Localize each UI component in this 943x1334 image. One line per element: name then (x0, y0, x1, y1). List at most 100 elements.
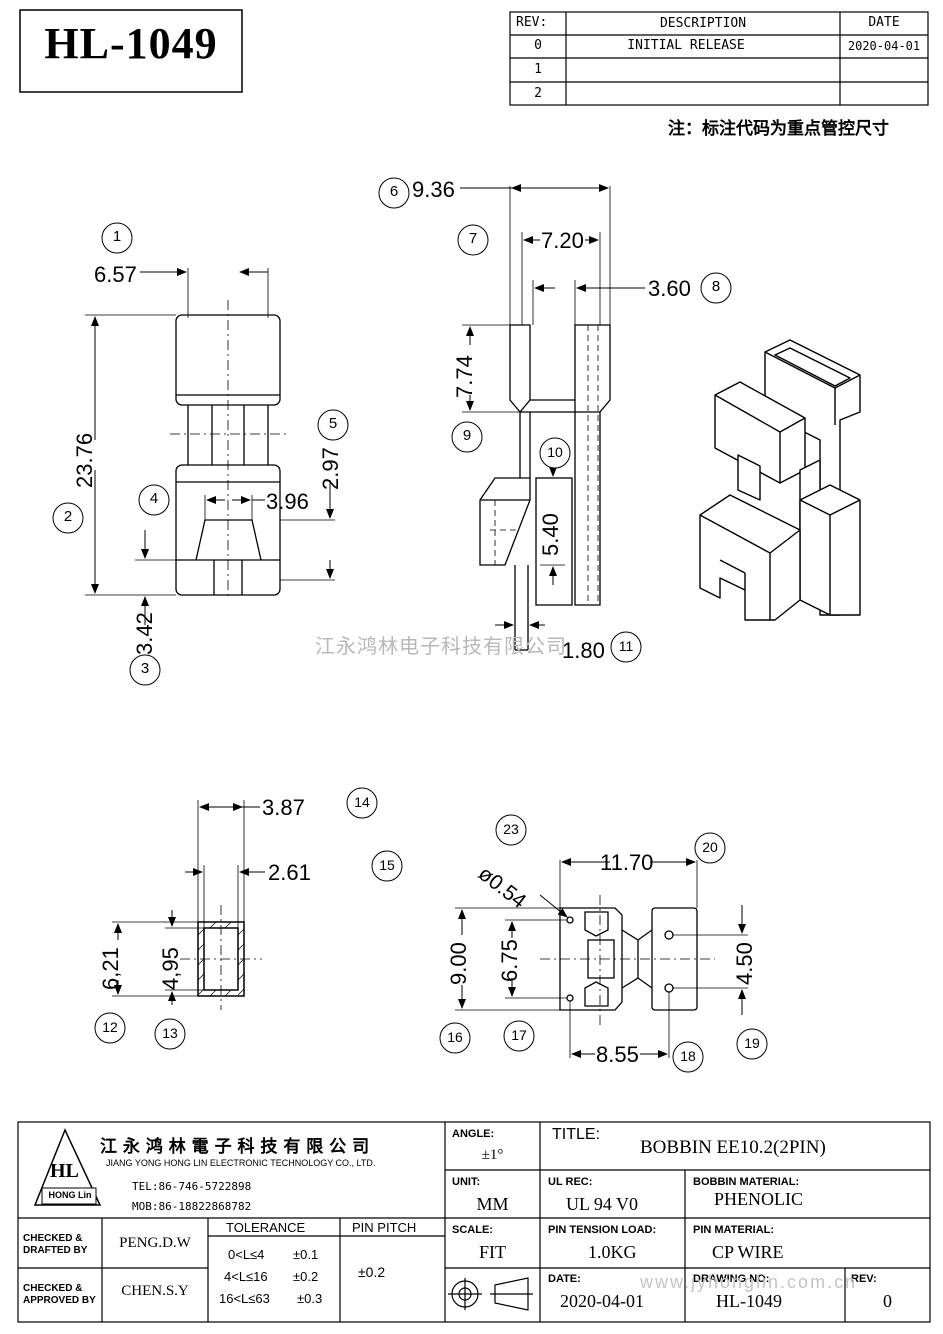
tolerance-range-1: 0<L≤4 (228, 1247, 265, 1262)
pin-material-value: CP WIRE (712, 1242, 784, 1262)
dim-10-value: 5.40 (538, 513, 563, 556)
angle-label: ANGLE: (452, 1128, 495, 1140)
dim-8-value: 3.60 (648, 276, 691, 301)
part-number-title: HL-1049 (44, 19, 218, 68)
rev-header: REV: (516, 15, 548, 30)
checked-drafted-label-line1: CHECKED & (23, 1233, 83, 1244)
title-label: TITLE: (552, 1126, 601, 1143)
description-header: DESCRIPTION (659, 16, 747, 31)
company-name-cn: 江 永 鸿 林 電 子 科 技 有 限 公 司 (100, 1137, 370, 1157)
part-number-frame (19, 9, 243, 93)
front-view-left (85, 268, 335, 600)
dim-6-value: 9.36 (412, 177, 455, 202)
balloon-3: 3 (140, 660, 150, 677)
dim-3-value: 3.42 (132, 612, 157, 655)
dim-12-value: 6,21 (98, 947, 123, 990)
pin-tension-value: 1.0KG (588, 1242, 637, 1262)
bottom-view-dim-lines (458, 858, 746, 1058)
tolerance-value-1: ±0.1 (293, 1247, 319, 1262)
balloon-2: 2 (63, 508, 73, 525)
title-block-frame (17, 1121, 931, 1323)
angle-value: ±1° (481, 1147, 504, 1163)
balloon-23: 23 (503, 821, 519, 837)
bobbin-material-label: BOBBIN MATERIAL: (693, 1176, 800, 1188)
dim-17-value: 6.75 (497, 939, 522, 982)
watermark-company: 江永鸿林电子科技有限公司 (315, 634, 567, 658)
pin-pitch-value: ±0.2 (358, 1264, 386, 1280)
unit-label: UNIT: (452, 1176, 481, 1188)
tolerance-value-2: ±0.2 (293, 1269, 319, 1284)
balloon-18: 18 (680, 1048, 696, 1064)
balloon-10: 10 (547, 444, 563, 460)
dim-4-value: 3.96 (266, 489, 309, 514)
balloon-4: 4 (149, 490, 159, 507)
drafted-by-value: PENG.D.W (119, 1235, 191, 1251)
dim-20-value: 11.70 (600, 850, 654, 875)
title-value: BOBBIN EE10.2(2PIN) (640, 1137, 826, 1158)
date-header: DATE (868, 15, 900, 30)
tolerance-value-3: ±0.3 (297, 1291, 323, 1306)
dim-16-value: 9.00 (446, 942, 471, 985)
balloon-20: 20 (702, 839, 718, 855)
company-mob: MOB:86-18822868782 (132, 1200, 252, 1213)
dim-5-value: 2.97 (318, 447, 343, 490)
tolerance-range-3: 16<L≤63 (219, 1291, 270, 1306)
dim-1-value: 6.57 (94, 262, 137, 287)
dim-2-value: 23.76 (72, 432, 97, 488)
checked-drafted-label-line2: DRAFTED BY (23, 1245, 88, 1256)
approved-by-value: CHEN.S.Y (121, 1283, 189, 1299)
unit-value: MM (476, 1194, 509, 1214)
date-value: 2020-04-01 (560, 1291, 644, 1311)
company-tel: TEL:86-746-5722898 (132, 1180, 252, 1193)
section-view-small (112, 800, 262, 1010)
front-view-left-dim-lines (91, 268, 334, 625)
balloon-12: 12 (102, 1019, 118, 1035)
company-logo (33, 1128, 102, 1206)
dim-18-value: 8.55 (596, 1042, 639, 1067)
balloon-16: 16 (447, 1029, 463, 1045)
rev-row-0: 0 (534, 38, 542, 53)
balloon-1: 1 (112, 228, 122, 245)
dim-14-value: 3.87 (262, 795, 305, 820)
pin-pitch-label: PIN PITCH (352, 1220, 417, 1235)
tolerance-label: TOLERANCE (226, 1220, 306, 1235)
balloon-5: 5 (328, 415, 338, 432)
balloon-14: 14 (354, 794, 370, 810)
dim-19-value: 4.50 (732, 942, 757, 985)
balloon-15: 15 (379, 857, 395, 873)
balloon-11: 11 (618, 638, 634, 654)
date-label: DATE: (548, 1273, 581, 1285)
ul-rec-label: UL REC: (548, 1176, 593, 1188)
drawing-no-label: DRAWING NO: (693, 1273, 770, 1285)
watermark-url: www.jyhonglin.com.cn (640, 1272, 858, 1292)
projection-symbol-icon (448, 1277, 533, 1311)
balloon-7: 7 (468, 230, 478, 247)
side-view (462, 186, 611, 651)
balloon-17: 17 (511, 1027, 527, 1043)
dim-15-value: 2.61 (268, 860, 311, 885)
control-dimension-note: 注：标注代码为重点管控尺寸 (668, 119, 889, 139)
tolerance-range-2: 4<L≤16 (224, 1269, 268, 1284)
checked-approved-label-line2: APPROVED BY (23, 1295, 96, 1306)
side-view-dim-lines (460, 184, 645, 629)
logo-sub: HONG Lin (48, 1190, 92, 1200)
isometric-view (699, 339, 861, 621)
drawing-no-value: HL-1049 (716, 1291, 782, 1311)
rev-value: 0 (883, 1291, 892, 1311)
dim-13-value: 4,95 (158, 947, 183, 990)
rev-row-0-date: 2020-04-01 (847, 39, 921, 53)
balloon-19: 19 (744, 1035, 760, 1051)
rev-row-2: 2 (534, 86, 542, 101)
pin-material-label: PIN MATERIAL: (693, 1224, 775, 1236)
rev-row-1: 1 (534, 62, 542, 77)
scale-value: FIT (479, 1242, 506, 1262)
balloon-9: 9 (462, 427, 472, 444)
scale-label: SCALE: (452, 1224, 493, 1236)
bottom-view (455, 860, 748, 1058)
rev-row-0-description: INITIAL RELEASE (627, 38, 745, 53)
balloon-circles (52, 177, 768, 1073)
checked-approved-label-line1: CHECKED & (23, 1283, 83, 1294)
balloon-13: 13 (162, 1025, 178, 1041)
revision-table (509, 11, 929, 106)
